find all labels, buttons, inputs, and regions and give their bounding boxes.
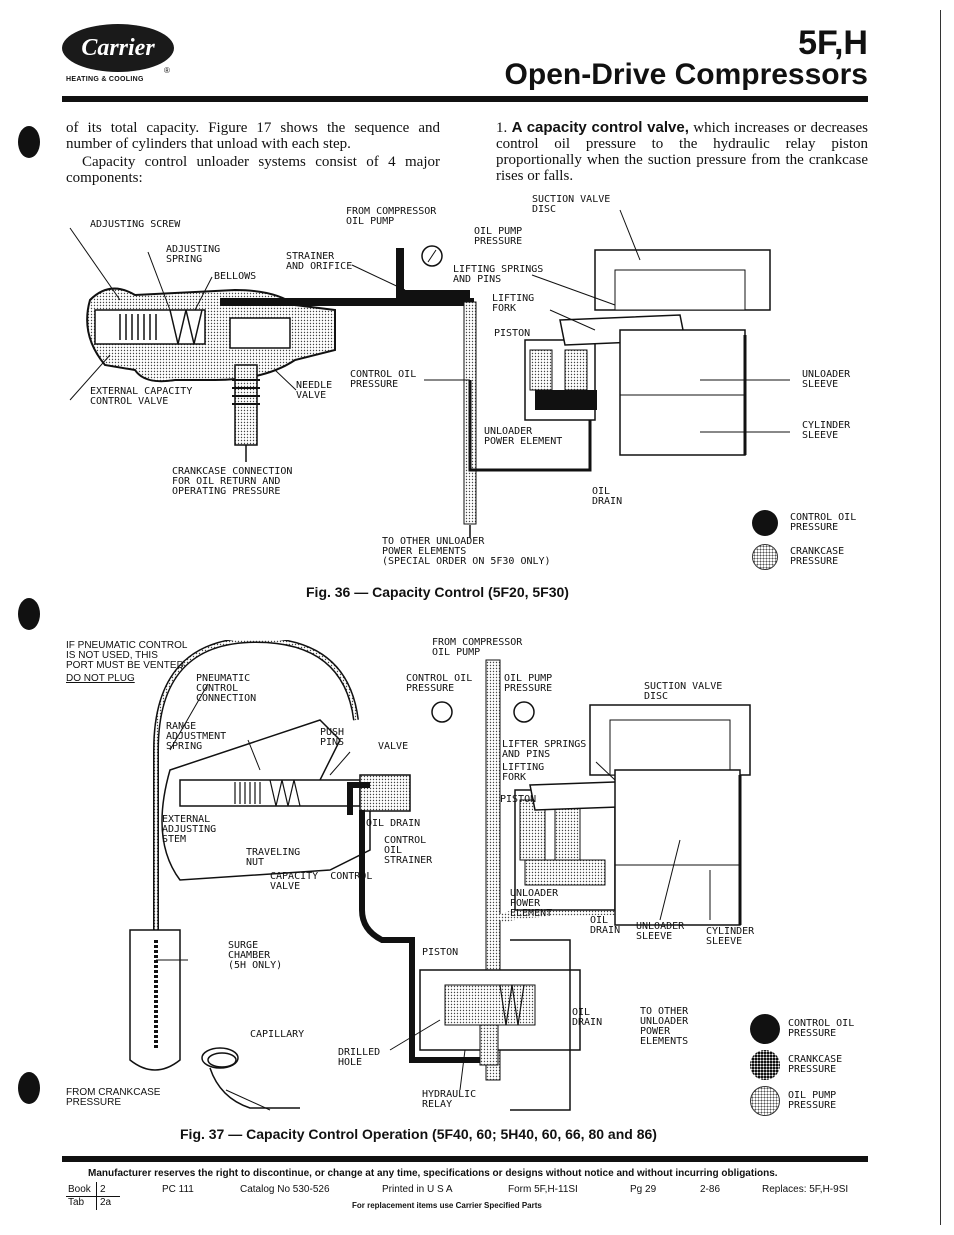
label-suction-valve: SUCTION VALVE DISC xyxy=(532,194,611,215)
label-adjusting-spring: ADJUSTING SPRING xyxy=(166,244,221,265)
label-adjusting-screw: ADJUSTING SCREW xyxy=(90,219,181,230)
footer-catalog: Catalog No 530-526 xyxy=(240,1184,330,1195)
legend37-crankcase: CRANKCASE PRESSURE xyxy=(788,1054,843,1075)
label-capillary: CAPILLARY xyxy=(250,1029,305,1040)
registered-mark: ® xyxy=(164,66,170,75)
label-lifting-springs: LIFTING SPRINGS AND PINS xyxy=(453,264,544,285)
label-piston: PISTON xyxy=(494,328,531,339)
margin-bullet xyxy=(18,598,40,630)
footer-page: Pg 29 xyxy=(630,1184,657,1195)
footer-book-value: 2 xyxy=(100,1184,106,1195)
label-to-other: TO OTHER UNLOADER POWER ELEMENTS (SPECIA… xyxy=(382,536,551,567)
intro-left: of its total capacity. Figure 17 shows t… xyxy=(66,120,440,186)
label-lifting-fork: LIFTING FORK xyxy=(492,293,535,314)
label-do-not-plug: DO NOT PLUG xyxy=(66,673,135,684)
label-drilled-hole: DRILLED HOLE xyxy=(338,1047,381,1068)
label-oil-pump-pressure-37: OIL PUMP PRESSURE xyxy=(504,673,553,694)
logo-subtitle: HEATING & COOLING xyxy=(66,76,144,83)
label-cylinder-sleeve: CYLINDER SLEEVE xyxy=(802,420,851,441)
label-needle-valve: NEEDLE VALVE xyxy=(296,380,333,401)
label-lifter-springs: LIFTER SPRINGS AND PINS xyxy=(502,739,587,760)
label-strainer: STRAINER AND ORIFICE xyxy=(286,251,353,272)
footer-book-label: Book xyxy=(68,1184,91,1195)
footer-pc: PC 111 xyxy=(162,1184,194,1195)
label-oil-drain2: OIL DRAIN xyxy=(590,915,621,936)
label-external-adj: EXTERNAL ADJUSTING STEM xyxy=(162,814,217,845)
label-cylinder-sleeve-37: CYLINDER SLEEVE xyxy=(706,926,755,947)
legend-crankcase: CRANKCASE PRESSURE xyxy=(790,546,845,567)
label-external-valve: EXTERNAL CAPACITY CONTROL VALVE xyxy=(90,386,193,407)
page-title: Open-Drive Compressors xyxy=(504,58,868,91)
label-control-oil-strainer: CONTROL OIL STRAINER xyxy=(384,835,433,866)
legend37-crankcase-swatch xyxy=(750,1050,780,1080)
legend37-oil-pump: OIL PUMP PRESSURE xyxy=(788,1090,837,1111)
fig36-diagram xyxy=(69,209,790,538)
label-lifting-fork-37: LIFTING FORK xyxy=(502,762,545,783)
label-piston-37: PISTON xyxy=(500,794,537,805)
label-if-pneumatic: IF PNEUMATIC CONTROL IS NOT USED, THIS P… xyxy=(66,640,188,671)
label-piston2: PISTON xyxy=(422,947,459,958)
label-hydraulic-relay: HYDRAULIC RELAY xyxy=(422,1089,477,1110)
label-bellows: BELLOWS xyxy=(214,271,257,282)
footer-tab-label: Tab xyxy=(68,1197,85,1208)
margin-bullet xyxy=(18,1072,40,1104)
margin-bullet xyxy=(18,126,40,158)
footer-tab-value: 2a xyxy=(100,1197,112,1208)
footer-book-hline xyxy=(66,1196,120,1197)
label-traveling-nut: TRAVELING NUT xyxy=(246,847,301,868)
page-edge-line xyxy=(940,10,941,1225)
fig37-caption: Fig. 37 — Capacity Control Operation (5F… xyxy=(180,1126,657,1142)
label-control-oil-pressure-37: CONTROL OIL PRESSURE xyxy=(406,673,473,694)
label-from-compressor: FROM COMPRESSOR OIL PUMP xyxy=(346,206,437,227)
fig36-caption: Fig. 36 — Capacity Control (5F20, 5F30) xyxy=(306,584,569,600)
label-unloader-power-37: UNLOADER POWER ELEMENT xyxy=(510,888,559,919)
legend37-oil-pump-swatch xyxy=(750,1086,780,1116)
header-rule xyxy=(62,96,868,102)
fig37-diagram xyxy=(129,640,751,1111)
legend37-control-oil: CONTROL OIL PRESSURE xyxy=(788,1018,855,1039)
legend-control-oil: CONTROL OIL PRESSURE xyxy=(790,512,857,533)
label-valve: VALVE xyxy=(378,741,409,752)
label-unloader-sleeve-37: UNLOADER SLEEVE xyxy=(636,921,685,942)
label-oil-drain3: OIL DRAIN xyxy=(572,1007,603,1028)
footer-rule xyxy=(62,1156,868,1162)
label-capacity-control-valve: CAPACITY CONTROL VALVE xyxy=(270,871,373,892)
footer-date: 2-86 xyxy=(700,1184,721,1195)
legend-crankcase-swatch xyxy=(752,544,778,570)
label-from-compressor-37: FROM COMPRESSOR OIL PUMP xyxy=(432,637,523,658)
footer-form: Form 5F,H-11SI xyxy=(508,1184,578,1195)
label-oil-drain: OIL DRAIN xyxy=(592,486,623,507)
legend37-control-oil-swatch xyxy=(750,1014,780,1044)
footer-replacement: For replacement items use Carrier Specif… xyxy=(352,1201,542,1210)
footer-notice: Manufacturer reserves the right to disco… xyxy=(88,1168,778,1179)
label-from-crankcase: FROM CRANKCASE PRESSURE xyxy=(66,1087,161,1108)
label-range-adj: RANGE ADJUSTMENT SPRING xyxy=(166,721,227,752)
intro-right: 1. A capacity control valve, which incre… xyxy=(496,119,868,185)
legend-control-oil-swatch xyxy=(752,510,778,536)
label-suction-valve-37: SUCTION VALVE DISC xyxy=(644,681,723,702)
carrier-logo: Carrier xyxy=(62,24,174,72)
label-oil-drain-37: OIL DRAIN xyxy=(366,818,421,829)
label-crankcase-conn: CRANKCASE CONNECTION FOR OIL RETURN AND … xyxy=(172,466,293,497)
label-oil-pump-pressure: OIL PUMP PRESSURE xyxy=(474,226,523,247)
page-title-model: 5F,H xyxy=(798,24,868,62)
label-surge-chamber: SURGE CHAMBER (5H ONLY) xyxy=(228,940,283,971)
footer-printed: Printed in U S A xyxy=(382,1184,453,1195)
footer-replaces: Replaces: 5F,H-9SI xyxy=(762,1184,849,1195)
label-unloader-power: UNLOADER POWER ELEMENT xyxy=(484,426,563,447)
label-unloader-sleeve: UNLOADER SLEEVE xyxy=(802,369,851,390)
label-to-other-37: TO OTHER UNLOADER POWER ELEMENTS xyxy=(640,1006,689,1047)
label-push-pins: PUSH PINS xyxy=(320,727,345,748)
label-pneumatic-conn: PNEUMATIC CONTROL CONNECTION xyxy=(196,673,257,704)
label-control-oil-pressure: CONTROL OIL PRESSURE xyxy=(350,369,417,390)
